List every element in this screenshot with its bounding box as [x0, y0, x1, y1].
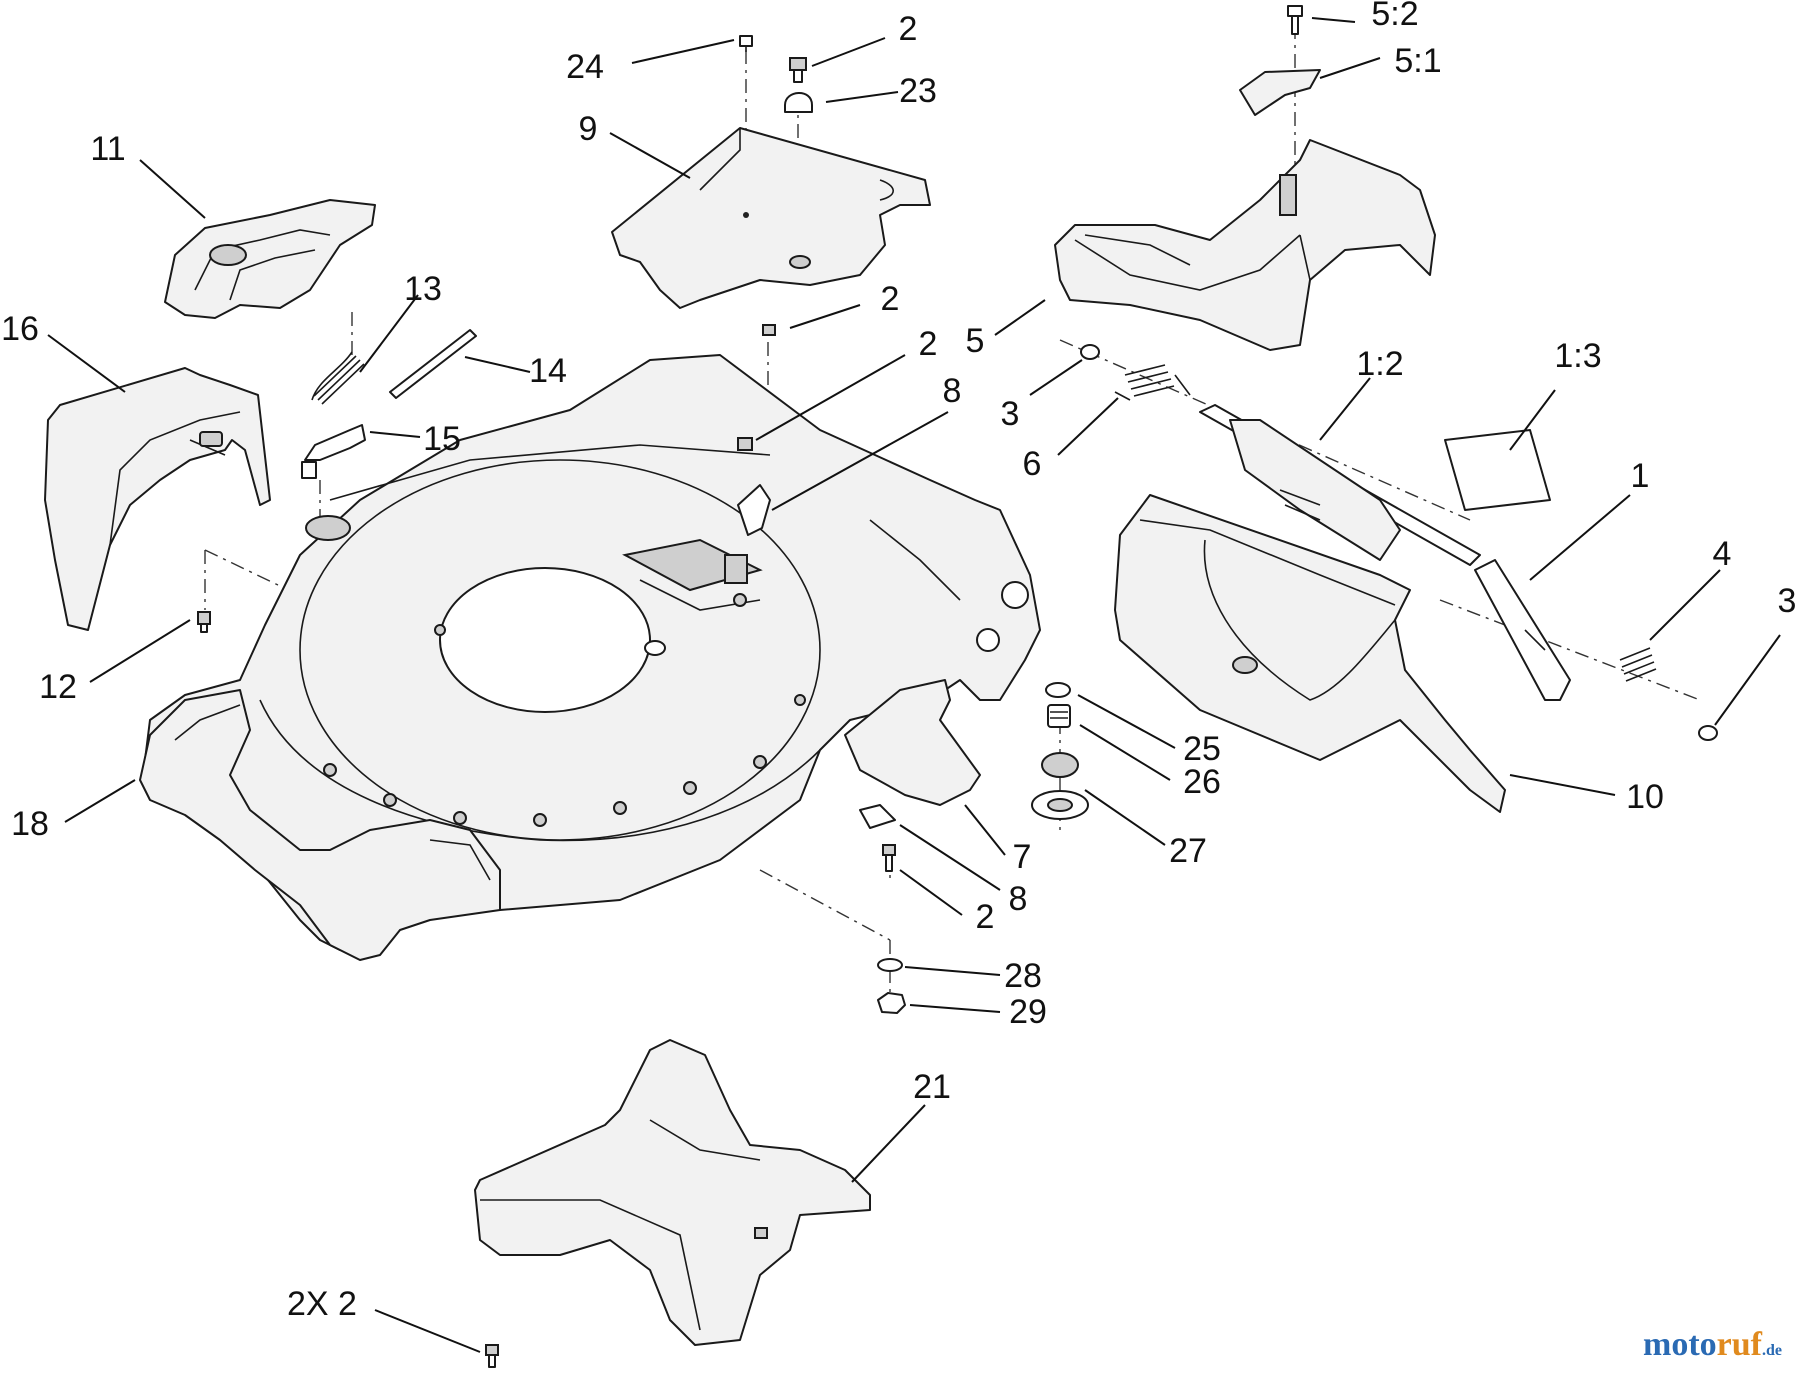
callout-25: 25 — [1183, 730, 1221, 768]
part-2-bolt-lower — [882, 844, 896, 872]
part-3-washer-left — [1080, 344, 1100, 360]
callout-7: 7 — [1013, 838, 1032, 876]
part-5-rear-deflector — [1054, 139, 1436, 351]
callout-3b: 3 — [1778, 582, 1797, 620]
callout-18: 18 — [11, 805, 49, 843]
callout-1-3: 1:3 — [1554, 337, 1601, 375]
part-18-front-shroud — [139, 689, 501, 961]
part-3-washer-right — [1698, 725, 1718, 741]
part-5-2-screw — [1287, 5, 1303, 35]
part-13-spring — [311, 351, 365, 405]
callout-27: 27 — [1169, 832, 1207, 870]
part-2-screw-bottom — [485, 1344, 499, 1368]
watermark-logo: motoruf.de — [1643, 1326, 1782, 1364]
callout-2x2: 2X 2 — [287, 1285, 357, 1323]
part-21-deflector — [474, 1039, 871, 1346]
callout-28: 28 — [1004, 957, 1042, 995]
watermark-part-3: .de — [1762, 1342, 1782, 1359]
callout-5-1: 5:1 — [1394, 42, 1441, 80]
part-9-shield-plate — [611, 127, 931, 309]
part-11-top-cover — [164, 199, 376, 319]
callout-3: 3 — [1001, 395, 1020, 433]
callout-26: 26 — [1183, 763, 1221, 801]
watermark-part-1: moto — [1643, 1326, 1717, 1363]
callout-12: 12 — [39, 668, 77, 706]
callout-5: 5 — [966, 322, 985, 360]
part-29-nut — [877, 992, 906, 1014]
part-5-1-clip — [1239, 69, 1321, 116]
part-8-bracket-upper — [724, 484, 771, 584]
part-14-rod — [389, 329, 477, 399]
callout-16: 16 — [1, 310, 39, 348]
callout-29: 29 — [1009, 993, 1047, 1031]
part-7-plate — [844, 679, 981, 806]
callout-13: 13 — [404, 270, 442, 308]
part-25-washer — [1045, 682, 1071, 698]
callout-2d: 2 — [976, 898, 995, 936]
part-23-clip — [784, 92, 813, 113]
callout-11: 11 — [90, 130, 125, 168]
part-8-bracket-lower — [859, 804, 896, 829]
callout-23: 23 — [899, 72, 937, 110]
callout-1-2: 1:2 — [1356, 345, 1403, 383]
part-1-3-label — [1444, 429, 1551, 511]
callout-4: 4 — [1713, 535, 1732, 573]
callout-2: 2 — [899, 10, 918, 48]
part-24-screw — [739, 35, 753, 52]
watermark-part-2: ruf — [1716, 1326, 1762, 1363]
callout-24: 24 — [566, 48, 604, 86]
part-27-knob — [1031, 752, 1089, 820]
callout-1: 1 — [1631, 457, 1650, 495]
part-26-adjuster — [1047, 704, 1071, 728]
main-deck-housing — [144, 354, 1041, 951]
callout-21: 21 — [913, 1068, 951, 1106]
part-2-bolt-top — [789, 57, 807, 83]
part-1-door-bracket — [1474, 559, 1571, 701]
part-15-bracket — [301, 424, 366, 479]
part-6-torsion-spring — [1114, 364, 1191, 401]
callout-10: 10 — [1626, 778, 1664, 816]
callout-6: 6 — [1023, 445, 1042, 483]
leader-lines — [47, 17, 1781, 1353]
part-4-spring-right — [1619, 647, 1657, 682]
callout-2b: 2 — [881, 280, 900, 318]
callout-8: 8 — [943, 372, 962, 410]
part-1-2-hinge-rod — [1199, 404, 1481, 566]
callout-15: 15 — [423, 420, 461, 458]
callout-8b: 8 — [1009, 880, 1028, 918]
callout-14: 14 — [529, 352, 567, 390]
callout-9: 9 — [579, 110, 598, 148]
callout-2c: 2 — [919, 325, 938, 363]
part-2-bolt-mid — [737, 324, 776, 451]
callout-labels: 24 2 23 5:2 5:1 11 9 13 16 14 2 2 5 1:2 … — [1, 0, 1796, 1323]
part-12-screw — [197, 611, 211, 633]
part-16-side-flap — [44, 367, 271, 631]
part-10-rear-door — [1114, 494, 1506, 813]
part-28-washer — [877, 958, 903, 972]
callout-5-2: 5:2 — [1371, 0, 1418, 33]
